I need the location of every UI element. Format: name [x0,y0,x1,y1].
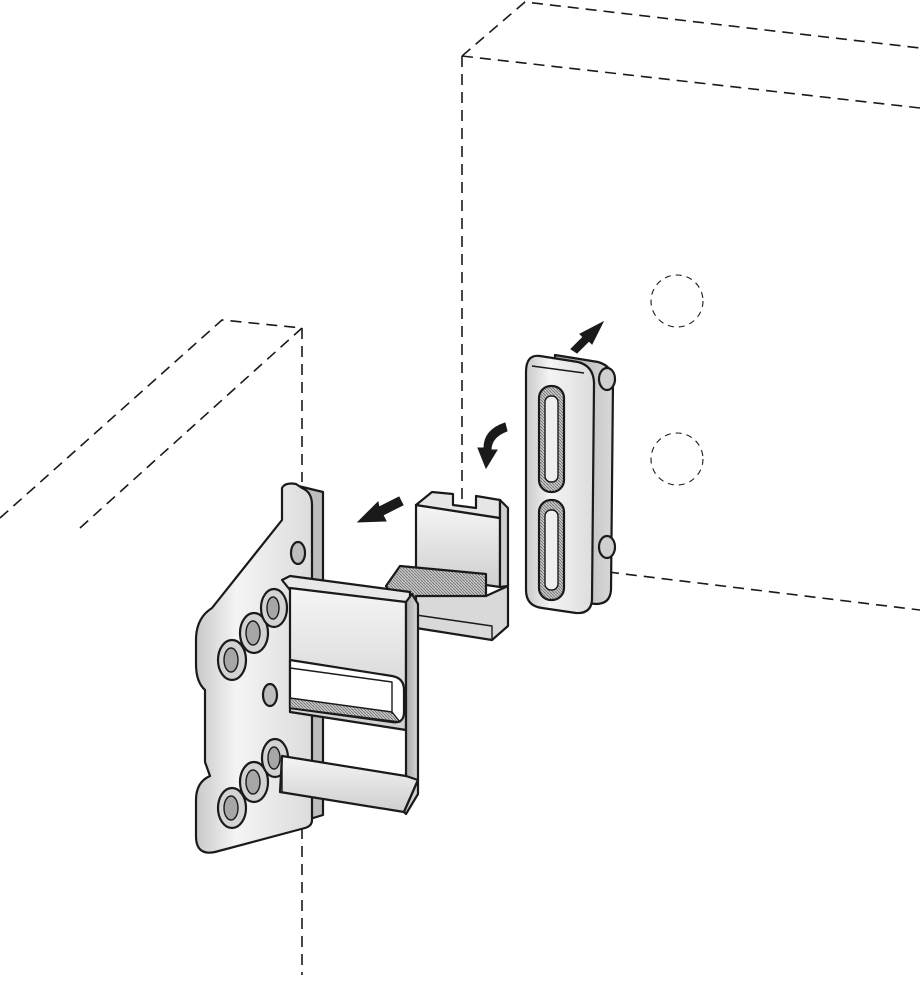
arrow-up-right-icon [570,320,605,354]
adapter-insert [384,490,510,642]
rail-stud-bottom [597,534,617,560]
cabinet-outline [461,1,920,611]
rail-stud-top [597,366,617,392]
shelf-panel-outline [0,319,303,975]
bracket-screw-holes [216,540,307,830]
lower-hole-marker [650,432,704,486]
mounting-holes [650,274,704,486]
upper-hole-marker [650,274,704,328]
arrow-curved-down-icon [477,422,508,470]
arrow-down-left-icon [356,496,404,523]
clip-rail [524,353,617,615]
mounting-bracket [194,482,420,854]
